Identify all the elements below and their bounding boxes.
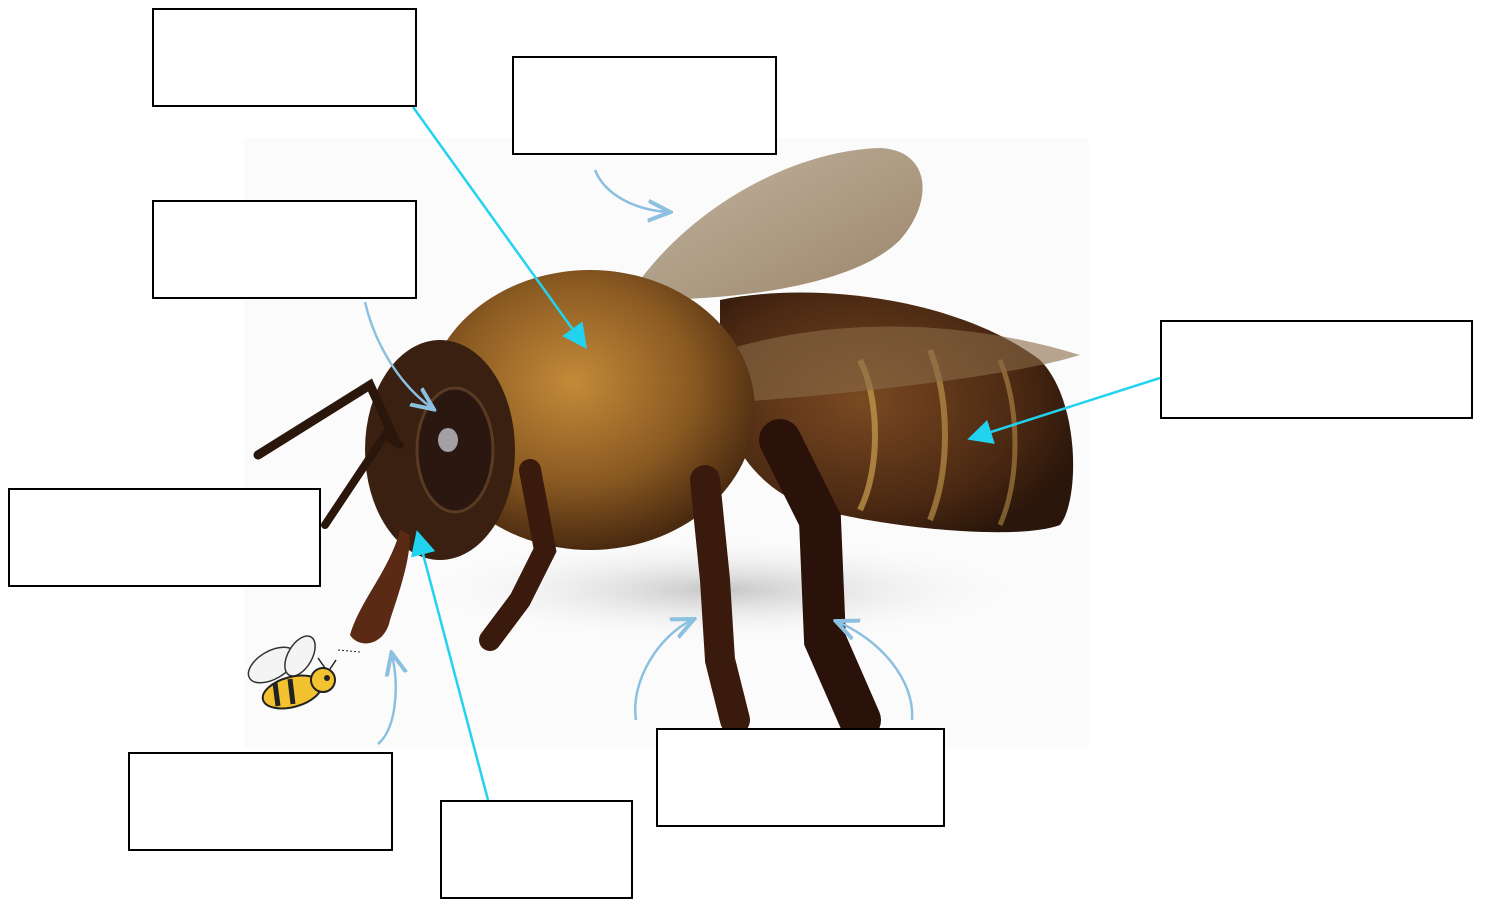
label-box-abdomen[interactable] — [1160, 320, 1473, 419]
label-text — [154, 10, 415, 26]
label-text — [154, 202, 415, 218]
label-box-legs[interactable] — [656, 728, 945, 827]
label-text — [442, 802, 631, 818]
label-box-thorax[interactable] — [152, 8, 417, 107]
label-box-head[interactable] — [440, 800, 633, 899]
label-text — [130, 754, 391, 770]
label-text — [1162, 322, 1471, 338]
label-box-antenna[interactable] — [8, 488, 321, 587]
label-box-mouthparts[interactable] — [128, 752, 393, 851]
label-text — [10, 490, 319, 506]
label-text — [514, 58, 775, 74]
label-text — [658, 730, 943, 746]
label-box-eye[interactable] — [152, 200, 417, 299]
label-box-wing[interactable] — [512, 56, 777, 155]
